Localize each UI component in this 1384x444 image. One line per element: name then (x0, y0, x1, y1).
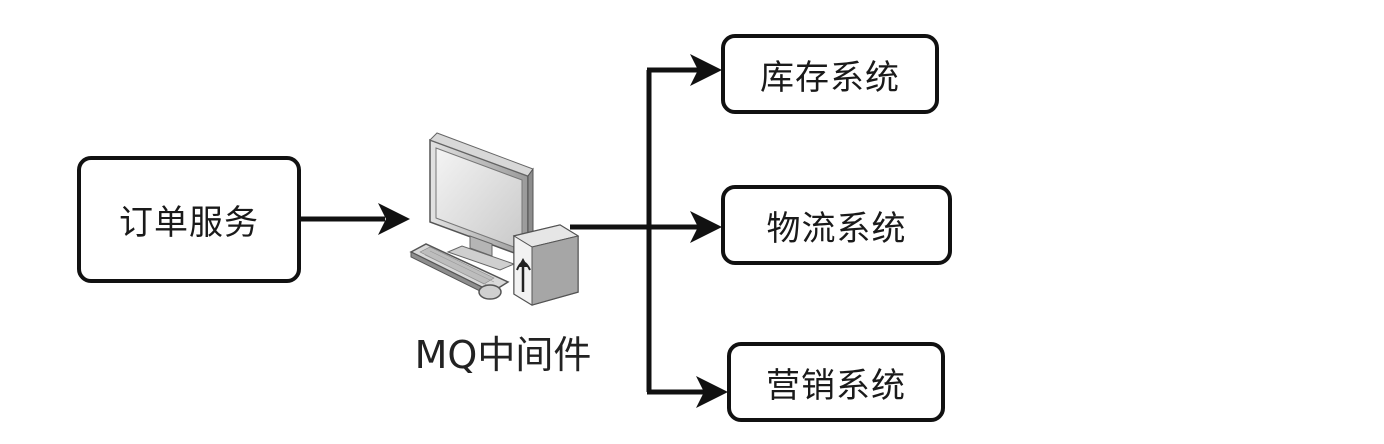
computer-server-icon (409, 132, 580, 306)
logistics-system-node: 物流系统 (721, 185, 952, 265)
arrow-order-to-mq (301, 203, 410, 235)
marketing-system-node: 营销系统 (727, 342, 945, 422)
arrow-mq-to-targets (570, 54, 728, 408)
inventory-system-node: 库存系统 (721, 34, 939, 114)
logistics-system-label: 物流系统 (766, 208, 907, 249)
marketing-system-label: 营销系统 (766, 365, 906, 406)
mq-middleware-label: MQ中间件 (414, 333, 592, 377)
order-service-node: 订单服务 (77, 156, 301, 283)
order-service-label: 订单服务 (119, 203, 259, 243)
inventory-system-label: 库存系统 (760, 57, 900, 98)
